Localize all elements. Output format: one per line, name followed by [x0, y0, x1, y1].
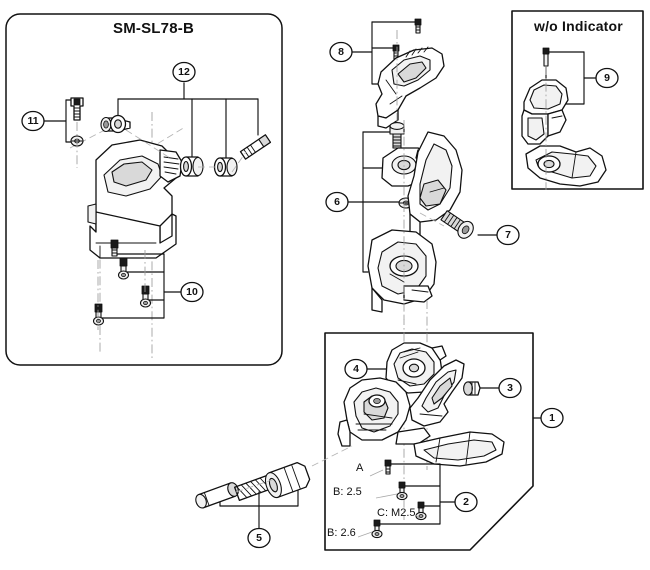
screw-6a [389, 122, 405, 149]
callout-bubble-7 [496, 224, 520, 246]
screw-2c [415, 501, 427, 521]
panel-main-frame [324, 332, 534, 551]
spec-label-b-2-6: B: 2.6 [327, 527, 356, 539]
callout-bubble-5 [247, 527, 271, 549]
spec-label-c-m2-5: C: M2.5 [377, 507, 416, 519]
part-5-cable-adjuster [195, 445, 353, 529]
part-11-bolt-washer [43, 97, 84, 168]
callout-label-3[interactable]: 3 [507, 382, 513, 394]
callout-bubble-2 [454, 491, 478, 513]
panel-title-wo-indicator: w/o Indicator [534, 18, 623, 34]
callout-label-9[interactable]: 9 [604, 72, 610, 84]
callout-bubble-1 [540, 407, 564, 429]
callout-label-5[interactable]: 5 [256, 532, 262, 544]
spec-label-a: A [356, 462, 364, 474]
part-main-shifter-assembly [337, 300, 542, 539]
part-2-screws [357, 459, 456, 539]
callout-label-2[interactable]: 2 [463, 496, 469, 508]
part-12-bushings-pin [109, 82, 272, 177]
screw-b [117, 257, 130, 280]
screw-8a [414, 18, 422, 34]
screw-2a [369, 459, 392, 477]
screw-a [110, 239, 119, 257]
callout-bubble-8 [329, 41, 353, 63]
callout-bubble-9 [595, 67, 619, 89]
panel-title-sm-sl78-b: SM-SL78-B [113, 20, 194, 37]
part-left-shifter-body [69, 112, 186, 360]
panel-left-frame [5, 13, 283, 366]
panel-wo-indicator-frame [511, 10, 644, 190]
spec-label-b-2-5: B: 2.5 [333, 486, 362, 498]
callout-bubble-12 [172, 61, 196, 83]
callout-label-8[interactable]: 8 [338, 46, 344, 58]
part-3-grommet [463, 381, 500, 396]
callout-label-12[interactable]: 12 [178, 66, 190, 78]
callout-bubble-11 [21, 110, 45, 132]
part-8-upper-lever [351, 18, 445, 140]
callout-bubble-10 [180, 281, 204, 303]
screw-c [139, 285, 152, 308]
screw-2d [357, 519, 383, 539]
callout-label-1[interactable]: 1 [549, 412, 555, 424]
callout-label-10[interactable]: 10 [186, 286, 198, 298]
callout-bubbles [21, 41, 619, 549]
callout-bubble-3 [498, 377, 522, 399]
part-9-wo-indicator [521, 47, 607, 190]
part-6-bracket-group [347, 120, 463, 320]
callout-bubble-4 [344, 358, 368, 380]
callout-bubble-6 [325, 191, 349, 213]
callout-label-7[interactable]: 7 [505, 229, 511, 241]
callout-label-6[interactable]: 6 [334, 196, 340, 208]
screw-d [92, 303, 105, 326]
part-7-bolt [419, 210, 498, 239]
callout-label-11[interactable]: 11 [27, 115, 39, 127]
part-10-screws [92, 239, 182, 330]
screw-2b [375, 481, 408, 501]
callout-label-4[interactable]: 4 [353, 363, 359, 375]
